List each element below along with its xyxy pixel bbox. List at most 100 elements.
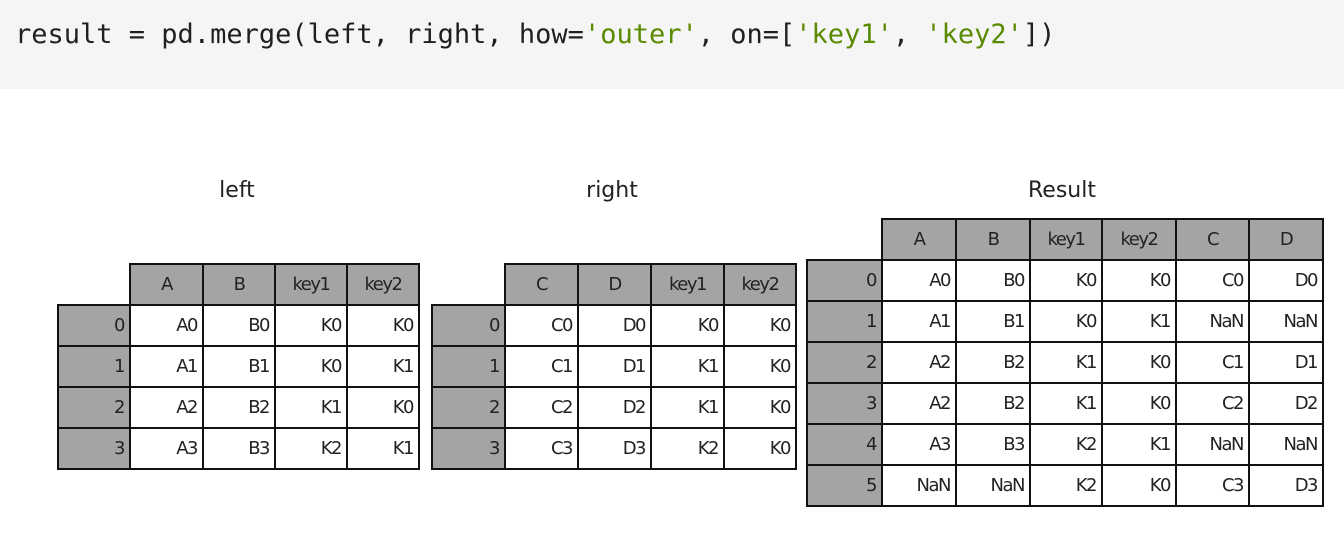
column-header: key1 (650, 263, 725, 306)
table-cell: K2 (1029, 423, 1103, 466)
table-cell: C3 (504, 427, 579, 470)
row-index: 0 (57, 304, 131, 347)
table-cell: K2 (1029, 464, 1103, 507)
table-cell: K0 (723, 427, 797, 470)
row-index: 5 (806, 464, 883, 507)
row-index: 1 (57, 345, 131, 388)
table-cell: A2 (881, 382, 957, 425)
table-cell: K1 (1029, 341, 1103, 384)
column-header: B (955, 218, 1031, 261)
table-cell: K0 (1029, 259, 1103, 302)
table-cell: K1 (650, 345, 725, 388)
table-cell: K0 (1101, 382, 1177, 425)
row-index: 2 (806, 341, 883, 384)
table-cell: A2 (129, 386, 204, 429)
table-cell: K0 (1101, 341, 1177, 384)
right-table-title: right (586, 178, 638, 203)
table-cell: B2 (202, 386, 276, 429)
result-table-title: Result (1028, 178, 1096, 203)
table-cell: K0 (723, 345, 797, 388)
code-prefix: result = pd.merge(left, right, how= (15, 19, 584, 50)
column-header: D (1248, 218, 1324, 261)
corner-cell (432, 264, 505, 305)
table-cell: D0 (1248, 259, 1324, 302)
row-index: 0 (431, 304, 506, 347)
code-sep: , (892, 19, 926, 50)
table-cell: K1 (650, 386, 725, 429)
corner-cell (807, 219, 882, 260)
table-cell: K0 (723, 304, 797, 347)
table-cell: B3 (955, 423, 1031, 466)
table-cell: D1 (1248, 341, 1324, 384)
column-header: C (1175, 218, 1250, 261)
table-cell: A3 (881, 423, 957, 466)
column-header: key2 (346, 263, 420, 306)
row-index: 3 (57, 427, 131, 470)
table-cell: NaN (1248, 423, 1324, 466)
row-index: 2 (431, 386, 506, 429)
table-cell: K0 (274, 304, 348, 347)
row-index: 1 (431, 345, 506, 388)
table-cell: B3 (202, 427, 276, 470)
table-cell: NaN (1175, 300, 1250, 343)
table-cell: K0 (1029, 300, 1103, 343)
table-cell: K0 (274, 345, 348, 388)
corner-cell (58, 264, 130, 305)
table-cell: NaN (881, 464, 957, 507)
table-cell: NaN (1175, 423, 1250, 466)
row-index: 1 (806, 300, 883, 343)
column-header: key2 (1101, 218, 1177, 261)
row-index: 4 (806, 423, 883, 466)
table-cell: K1 (346, 345, 420, 388)
table-cell: B2 (955, 382, 1031, 425)
code-key-b: 'key2' (925, 19, 1023, 50)
table-cell: D2 (1248, 382, 1324, 425)
row-index: 0 (806, 259, 883, 302)
table-cell: C1 (504, 345, 579, 388)
table-cell: B0 (202, 304, 276, 347)
table-cell: K0 (1101, 259, 1177, 302)
table-cell: C0 (504, 304, 579, 347)
column-header: A (129, 263, 204, 306)
table-cell: K1 (1101, 423, 1177, 466)
column-header: key2 (723, 263, 797, 306)
table-cell: D3 (577, 427, 652, 470)
table-cell: C3 (1175, 464, 1250, 507)
column-header: B (202, 263, 276, 306)
table-cell: B0 (955, 259, 1031, 302)
code-suffix: ]) (1022, 19, 1056, 50)
column-header: key1 (274, 263, 348, 306)
column-header: D (577, 263, 652, 306)
table-cell: D3 (1248, 464, 1324, 507)
table-cell: A0 (129, 304, 204, 347)
table-cell: NaN (955, 464, 1031, 507)
code-key-a: 'key1' (795, 19, 893, 50)
code-mid: , on=[ (697, 19, 796, 50)
table-cell: K1 (1101, 300, 1177, 343)
table-cell: C1 (1175, 341, 1250, 384)
table-cell: K0 (1101, 464, 1177, 507)
table-cell: D0 (577, 304, 652, 347)
row-index: 3 (806, 382, 883, 425)
table-cell: K1 (346, 427, 420, 470)
code-how-value: 'outer' (583, 19, 698, 50)
